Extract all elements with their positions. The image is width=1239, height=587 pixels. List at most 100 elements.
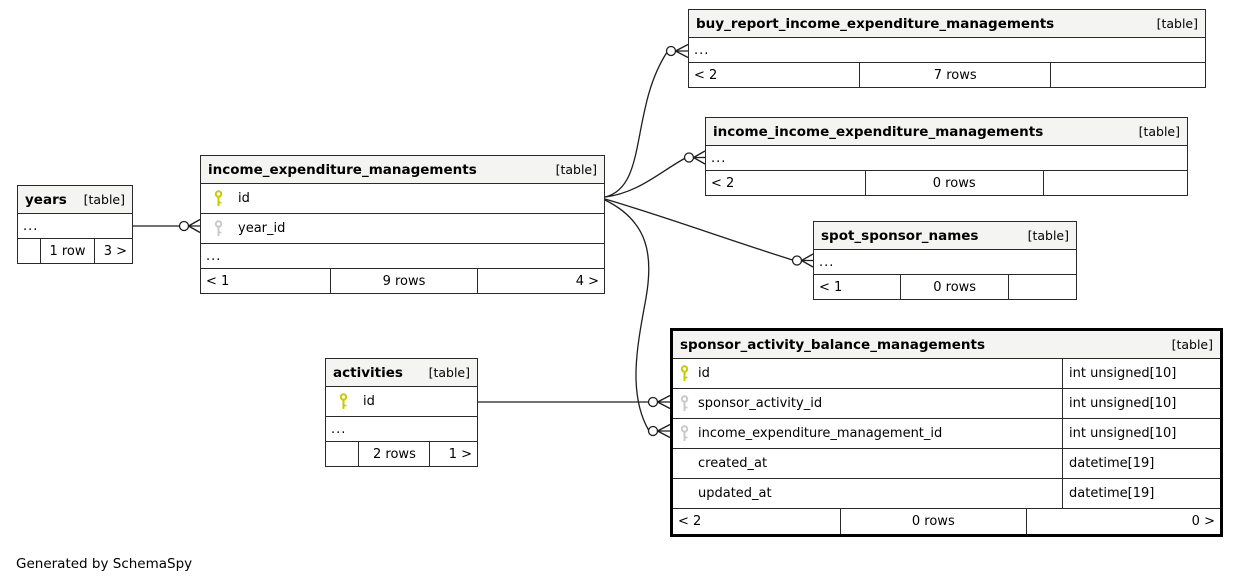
relationship-iem-to-buy-report bbox=[604, 43, 689, 198]
column-name: id bbox=[698, 366, 710, 381]
relationship-iem-to-income-income bbox=[604, 150, 706, 198]
zero-or-more-circle bbox=[178, 220, 190, 232]
table-tag: [table] bbox=[428, 365, 470, 380]
footer-children bbox=[1042, 171, 1187, 195]
table-header: income_expenditure_managements [table] bbox=[201, 156, 604, 184]
footer-parents: < 2 bbox=[694, 67, 718, 83]
table-income-income-expenditure-managements[interactable]: income_income_expenditure_managements [t… bbox=[705, 117, 1188, 196]
crows-foot-icon bbox=[801, 253, 814, 268]
table-title: income_expenditure_managements bbox=[208, 161, 477, 178]
ellipsis-text: ... bbox=[819, 254, 835, 270]
generated-by-note: Generated by SchemaSpy bbox=[16, 556, 193, 572]
footer-rowcount: 7 rows bbox=[859, 63, 1050, 87]
zero-or-more-circle bbox=[647, 396, 659, 408]
footer-children: 4 > bbox=[477, 269, 604, 293]
column-name-cell: created_at bbox=[673, 449, 1062, 478]
fk-line bbox=[604, 199, 650, 431]
table-title: sponsor_activity_balance_managements bbox=[680, 336, 985, 353]
table-spot-sponsor-names[interactable]: spot_sponsor_names [table] ... < 1 0 row… bbox=[813, 221, 1077, 300]
column-name: income_expenditure_management_id bbox=[698, 426, 943, 441]
table-footer: < 1 9 rows 4 > bbox=[201, 269, 604, 293]
table-header: activities [table] bbox=[326, 359, 477, 387]
table-tag: [table] bbox=[1171, 337, 1213, 352]
column-type: int unsigned[10] bbox=[1062, 419, 1220, 448]
table-footer: < 2 0 rows bbox=[706, 171, 1187, 195]
column-row: sponsor_activity_id int unsigned[10] bbox=[673, 389, 1220, 419]
table-tag: [table] bbox=[83, 192, 125, 207]
column-row: created_at datetime[19] bbox=[673, 449, 1220, 479]
columns-ellipsis: ... bbox=[326, 417, 477, 442]
column-name-cell: income_expenditure_management_id bbox=[673, 419, 1062, 448]
table-header: spot_sponsor_names [table] bbox=[814, 222, 1076, 250]
column-row: id bbox=[326, 387, 477, 417]
column-name: sponsor_activity_id bbox=[698, 396, 823, 411]
table-sponsor-activity-balance-managements[interactable]: sponsor_activity_balance_managements [ta… bbox=[670, 328, 1223, 537]
table-title: buy_report_income_expenditure_management… bbox=[696, 15, 1055, 32]
column-type: int unsigned[10] bbox=[1062, 389, 1220, 418]
table-header: buy_report_income_expenditure_management… bbox=[689, 10, 1205, 38]
columns-ellipsis: ... bbox=[201, 244, 604, 269]
column-name: updated_at bbox=[698, 486, 772, 501]
table-activities[interactable]: activities [table] id ... 2 rows 1 > bbox=[325, 358, 478, 467]
footer-rowcount: 1 row bbox=[40, 239, 94, 263]
column-row: id int unsigned[10] bbox=[673, 359, 1220, 389]
column-name: id bbox=[363, 394, 375, 409]
footer-rowcount: 0 rows bbox=[900, 275, 1007, 299]
footer-parents: < 1 bbox=[206, 273, 230, 289]
footer-rowcount: 0 rows bbox=[864, 171, 1043, 195]
footer-parents: < 1 bbox=[819, 279, 843, 295]
zero-or-more-circle bbox=[683, 152, 695, 163]
relationship-iem-to-spot-sponsor-names bbox=[604, 198, 814, 268]
primary-key-icon bbox=[214, 190, 223, 207]
column-type: datetime[19] bbox=[1062, 449, 1220, 478]
footer-parents bbox=[326, 442, 358, 466]
column-type: datetime[19] bbox=[1062, 479, 1220, 508]
primary-key-icon bbox=[680, 365, 689, 382]
zero-or-more-circle bbox=[791, 255, 803, 266]
footer-children bbox=[1007, 275, 1076, 299]
table-header: income_income_expenditure_managements [t… bbox=[706, 118, 1187, 146]
crows-foot-icon bbox=[657, 394, 671, 410]
columns-ellipsis: ... bbox=[706, 146, 1187, 171]
table-footer: < 2 7 rows bbox=[689, 63, 1205, 87]
column-name-cell: sponsor_activity_id bbox=[673, 389, 1062, 418]
foreign-key-icon bbox=[680, 425, 689, 442]
crows-foot-icon bbox=[657, 423, 671, 439]
columns-ellipsis: ... bbox=[18, 214, 132, 239]
column-name: id bbox=[238, 191, 250, 206]
column-row: income_expenditure_management_id int uns… bbox=[673, 419, 1220, 449]
footer-children: 1 > bbox=[429, 442, 477, 466]
crows-foot-icon bbox=[675, 43, 689, 59]
table-footer: < 2 0 rows 0 > bbox=[673, 509, 1220, 534]
table-title: spot_sponsor_names bbox=[821, 227, 979, 244]
ellipsis-text: ... bbox=[694, 42, 710, 58]
table-years[interactable]: years [table] ... 1 row 3 > bbox=[17, 185, 133, 264]
table-header: sponsor_activity_balance_managements [ta… bbox=[673, 331, 1220, 359]
relationship-iem-to-sponsor-activity-balance bbox=[604, 199, 671, 439]
crows-foot-icon bbox=[693, 150, 706, 165]
table-title: years bbox=[25, 191, 67, 208]
table-income-expenditure-managements[interactable]: income_expenditure_managements [table] i… bbox=[200, 155, 605, 294]
zero-or-more-circle bbox=[665, 45, 677, 57]
footer-parents bbox=[18, 239, 40, 263]
columns-ellipsis: ... bbox=[814, 250, 1076, 275]
relationship-years-to-income-expenditure-managements bbox=[133, 218, 201, 234]
table-tag: [table] bbox=[1156, 16, 1198, 31]
table-footer: 1 row 3 > bbox=[18, 239, 132, 263]
footer-children: 0 > bbox=[1025, 509, 1220, 534]
columns-ellipsis: ... bbox=[689, 38, 1205, 63]
column-name: year_id bbox=[238, 221, 286, 236]
column-name-cell: id bbox=[673, 359, 1062, 388]
table-footer: 2 rows 1 > bbox=[326, 442, 477, 466]
fk-line bbox=[604, 157, 685, 198]
ellipsis-text: ... bbox=[23, 218, 39, 234]
column-row: year_id bbox=[201, 214, 604, 244]
primary-key-icon bbox=[339, 393, 348, 410]
footer-parents: < 2 bbox=[711, 175, 735, 191]
column-name: created_at bbox=[698, 456, 768, 471]
footer-children: 3 > bbox=[93, 239, 132, 263]
table-title: activities bbox=[333, 364, 403, 381]
table-title: income_income_expenditure_managements bbox=[713, 123, 1044, 140]
table-buy-report-income-expenditure-managements[interactable]: buy_report_income_expenditure_management… bbox=[688, 9, 1206, 88]
